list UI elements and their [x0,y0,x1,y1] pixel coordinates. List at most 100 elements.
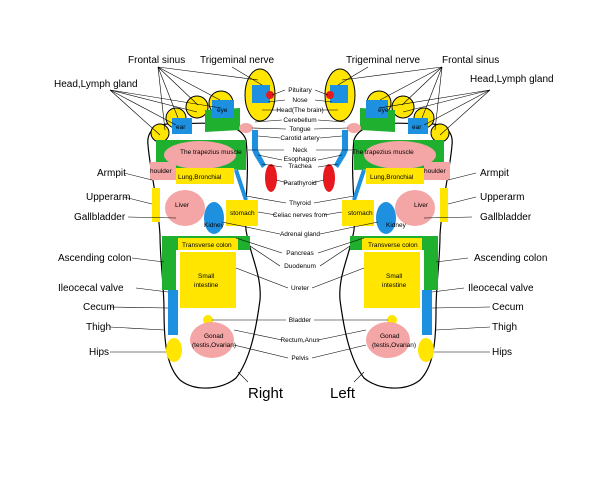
right-foot [147,68,277,389]
right-transverse [178,238,238,250]
left-pituitary [326,91,334,99]
label-frontal-sinus-left: Frontal sinus [442,55,499,66]
label-stomach-right: stomach [230,210,255,217]
right-liver [165,190,205,226]
left-eye-box [366,100,388,118]
left-thyroid [352,169,366,201]
outer-labels-left: Frontal sinus Trigeminal nerve Head,Lymp… [346,55,554,358]
label-ileocecal-left: Ileocecal valve [468,283,534,294]
label-trigeminal-left: Trigeminal nerve [346,55,421,66]
label-cecum-right: Cecum [83,302,115,313]
label-pancreas: Pancreas [286,250,314,257]
label-stomach-left: stomach [348,210,373,217]
left-transverse [362,238,422,250]
left-parathyroid [323,164,335,192]
label-lung-left: Lung,Bronchial [370,174,414,181]
label-gallbladder-right: Gallbladder [74,212,126,223]
inner-labels-left: eye ear The trapezius muscle houlder Lun… [348,107,447,349]
label-ileocecal-right: Ileocecal valve [58,283,124,294]
label-ascending-colon-left: Ascending colon [474,253,547,264]
label-eye-right: eye [217,107,228,114]
label-celiac: Celiac nerves from [273,212,327,219]
left-small-intestine [364,252,420,308]
label-trapezius-right: The trapezius muscle [180,149,242,156]
label-cerebellum: Cerebellum [283,117,316,124]
label-ear-right: ear [176,124,186,131]
label-left-foot: Left [330,385,356,402]
left-hips [418,338,434,362]
center-labels: Pituitary Nose Head(The brain) Cerebellu… [273,87,327,362]
right-toe-3 [185,95,209,119]
label-kidney-right: Kidney [204,222,225,229]
left-ear-box [408,118,428,134]
label-armpit-right: Armpit [97,168,126,179]
right-parathyroid [265,164,277,192]
label-small-2-right: intestine [194,282,219,289]
label-ascending-colon-right: Ascending colon [58,253,131,264]
label-small-1-left: Small [386,273,403,280]
label-hips-left: Hips [492,347,512,358]
label-pituitary: Pituitary [288,87,312,94]
label-thigh-right: Thigh [86,322,111,333]
left-esophagus [334,130,348,168]
right-stomach [226,200,258,226]
label-shoulder-left: houlder [424,168,447,175]
label-esophagus: Esophagus [284,156,317,163]
left-tongue [347,123,361,133]
label-gonad-1-left: Gonad [380,333,400,340]
left-trapezius-pink [364,141,436,169]
label-ear-left: ear [412,124,422,131]
left-upperarm [440,188,448,222]
left-kidney [376,202,396,234]
right-toe-5 [150,123,170,143]
right-tongue [239,123,253,133]
right-trapezius-pink [164,141,236,169]
label-gonad-2-right: (testis,Ovarian) [192,342,236,349]
label-lung-right: Lung,Bronchial [178,174,222,181]
left-liver [395,190,435,226]
left-brain-area [330,85,348,103]
leader-lines [109,66,491,383]
label-hips-right: Hips [89,347,109,358]
label-shoulder-right: houlder [150,168,173,175]
left-toe-3 [391,95,415,119]
label-rectum: Rectum,Anus [280,337,320,344]
right-cecum-blue [168,290,178,335]
label-tongue: Tongue [289,126,311,133]
label-gonad-1-right: Gonad [204,333,224,340]
label-gallbladder-left: Gallbladder [480,212,532,223]
left-shoulder [424,162,450,180]
label-cecum-left: Cecum [492,302,524,313]
label-frontal-sinus-right: Frontal sinus [128,55,185,66]
right-lung [176,168,234,184]
label-duodenum: Duodenum [284,263,316,270]
right-small-intestine [180,252,236,308]
label-right-foot: Right [248,385,284,402]
label-adrenal: Adrenal gland [280,231,320,238]
label-liver-left: Liver [414,202,429,209]
label-carotid: Carotid artery [280,135,320,142]
label-head-brain: Head(The brain) [276,107,323,114]
right-ear-box [172,118,192,134]
label-liver-right: Liver [175,202,190,209]
label-upperarm-left: Upperarm [480,192,524,203]
label-thyroid: Thyroid [289,200,311,207]
right-hips [166,338,182,362]
label-upperarm-right: Upperarm [86,192,130,203]
left-foot [323,68,453,389]
left-cecum-blue [422,290,432,335]
label-trapezius-left: The trapezius muscle [352,149,414,156]
label-eye-left: eye [378,107,389,114]
left-gonad [366,322,410,358]
label-parathyroid: Parathyroid [283,180,317,187]
right-thyroid [234,169,248,201]
label-head-lymph-right: Head,Lymph gland [54,79,138,90]
label-thigh-left: Thigh [492,322,517,333]
right-esophagus [252,130,266,168]
label-ureter: Ureter [291,285,310,292]
label-transverse-left: Transverse colon [368,242,418,249]
right-eye-box [212,100,234,118]
label-gonad-2-left: (testis,Ovarian) [372,342,416,349]
label-small-2-left: intestine [382,282,407,289]
